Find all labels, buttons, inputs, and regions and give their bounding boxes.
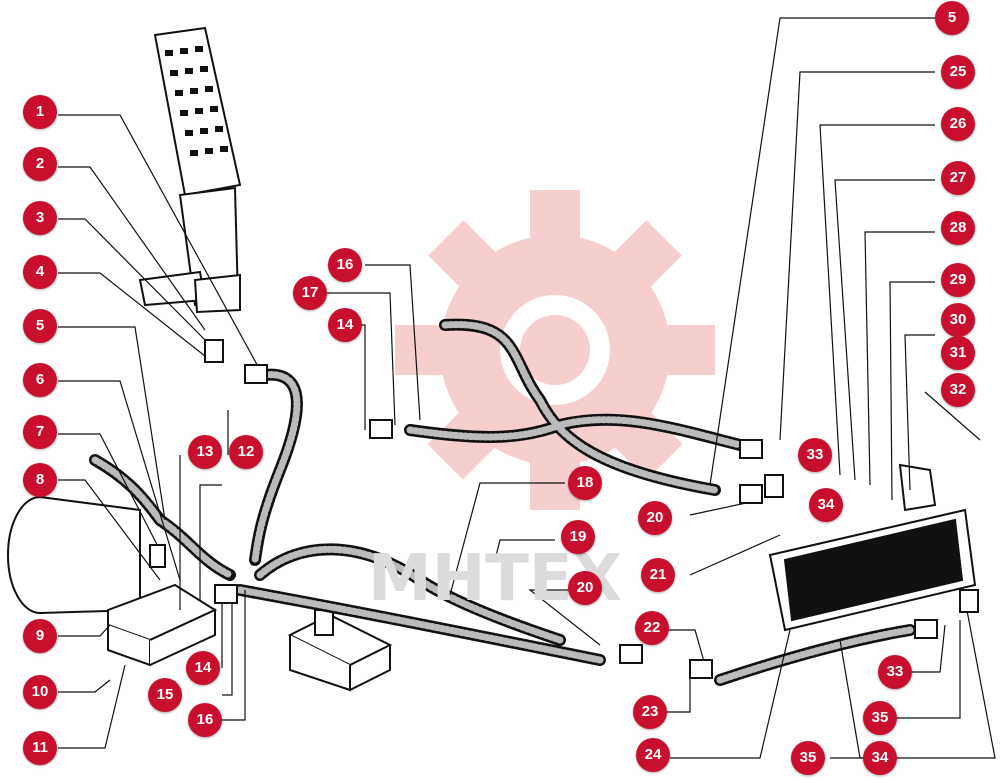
callout-28: 28 xyxy=(941,211,975,245)
callout-10: 10 xyxy=(23,675,57,709)
callout-14-upper: 14 xyxy=(328,308,362,342)
callout-24: 24 xyxy=(636,738,670,772)
callout-25: 25 xyxy=(941,55,975,89)
fittings xyxy=(149,339,979,679)
callout-33-upper: 33 xyxy=(798,438,832,472)
callout-26: 26 xyxy=(941,107,975,141)
callout-16-lower: 16 xyxy=(188,703,222,737)
callout-35-right: 35 xyxy=(863,701,897,735)
callout-29: 29 xyxy=(941,263,975,297)
callout-34-upper: 34 xyxy=(809,488,843,522)
callout-9: 9 xyxy=(23,619,57,653)
callout-17: 17 xyxy=(293,276,327,310)
callout-6: 6 xyxy=(23,363,57,397)
callout-2: 2 xyxy=(23,147,57,181)
callout-3: 3 xyxy=(23,201,57,235)
pedal-grip-pattern xyxy=(165,46,228,156)
callout-12: 12 xyxy=(229,435,263,469)
callout-16-upper: 16 xyxy=(328,248,362,282)
hoses xyxy=(89,318,916,686)
callout-20-left: 20 xyxy=(568,571,602,605)
callout-33-lower: 33 xyxy=(878,655,912,689)
callout-35-left: 35 xyxy=(791,741,825,775)
callout-14-lower: 14 xyxy=(186,651,220,685)
callout-15: 15 xyxy=(148,678,182,712)
callout-27: 27 xyxy=(941,161,975,195)
callout-19: 19 xyxy=(561,520,595,554)
callout-4: 4 xyxy=(23,255,57,289)
callout-34-lower: 34 xyxy=(863,741,897,775)
callout-31: 31 xyxy=(941,336,975,370)
callout-1: 1 xyxy=(23,95,57,129)
callout-5-top: 5 xyxy=(935,1,969,35)
callout-20-right: 20 xyxy=(638,501,672,535)
callout-13: 13 xyxy=(188,435,222,469)
pump-motor xyxy=(7,496,218,667)
valve-block xyxy=(287,609,393,692)
callout-5: 5 xyxy=(23,309,57,343)
callout-11: 11 xyxy=(23,731,57,765)
callout-23: 23 xyxy=(633,695,667,729)
callout-21: 21 xyxy=(641,558,675,592)
callout-32: 32 xyxy=(941,373,975,407)
callout-7: 7 xyxy=(23,415,57,449)
callout-30: 30 xyxy=(941,303,975,337)
callout-8: 8 xyxy=(23,463,57,497)
callout-22: 22 xyxy=(635,611,669,645)
oil-cooler xyxy=(768,463,977,632)
callout-18: 18 xyxy=(568,466,602,500)
watermark-gear-icon xyxy=(395,190,715,510)
